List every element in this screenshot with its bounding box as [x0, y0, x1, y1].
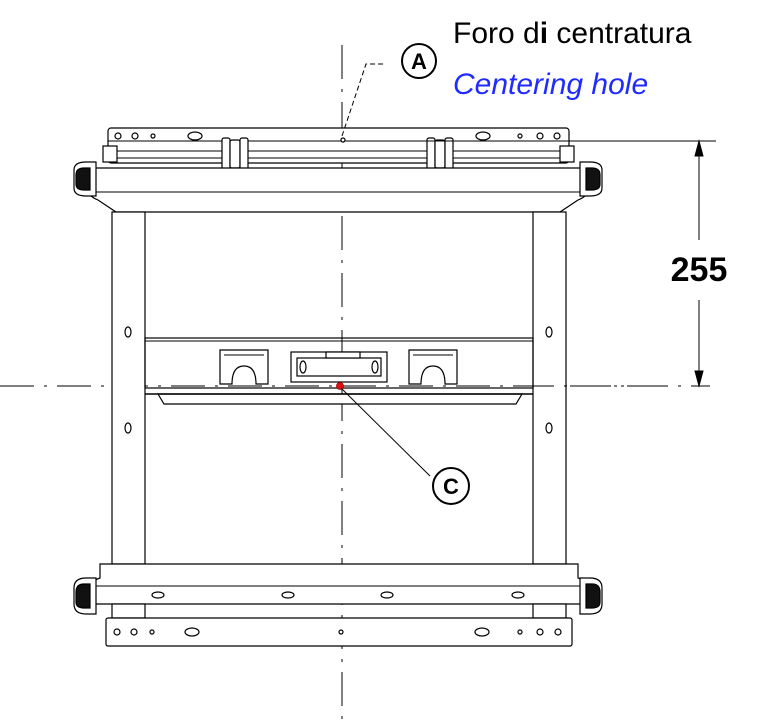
callout-a-circle [401, 43, 437, 79]
title-italian-bold: i [540, 17, 548, 50]
upper-frame [87, 167, 589, 213]
circled-letter-a-icon: A [411, 49, 427, 74]
lower-wheels [73, 577, 603, 615]
circled-letter-c-icon: C [443, 474, 459, 499]
top-mounting-plate [107, 127, 570, 164]
callout-a-leader [341, 63, 386, 137]
callout-c-leader [340, 387, 431, 477]
title-italian-part2: centratura [548, 17, 692, 50]
top-rollers [102, 137, 575, 171]
crossbar-brackets [219, 349, 458, 385]
centering-point-marker [336, 382, 344, 390]
title-english: Centering hole [453, 68, 648, 101]
dimension-value: 255 [671, 251, 728, 289]
callout-c-circle [432, 467, 470, 505]
upper-wheels [73, 161, 603, 197]
bottom-mounting-plate [105, 617, 573, 647]
lower-frame [87, 563, 589, 619]
title-italian-part1: Foro d [453, 17, 540, 50]
title-italian: Foro di centratura [453, 17, 692, 50]
dimension-255 [350, 139, 716, 388]
